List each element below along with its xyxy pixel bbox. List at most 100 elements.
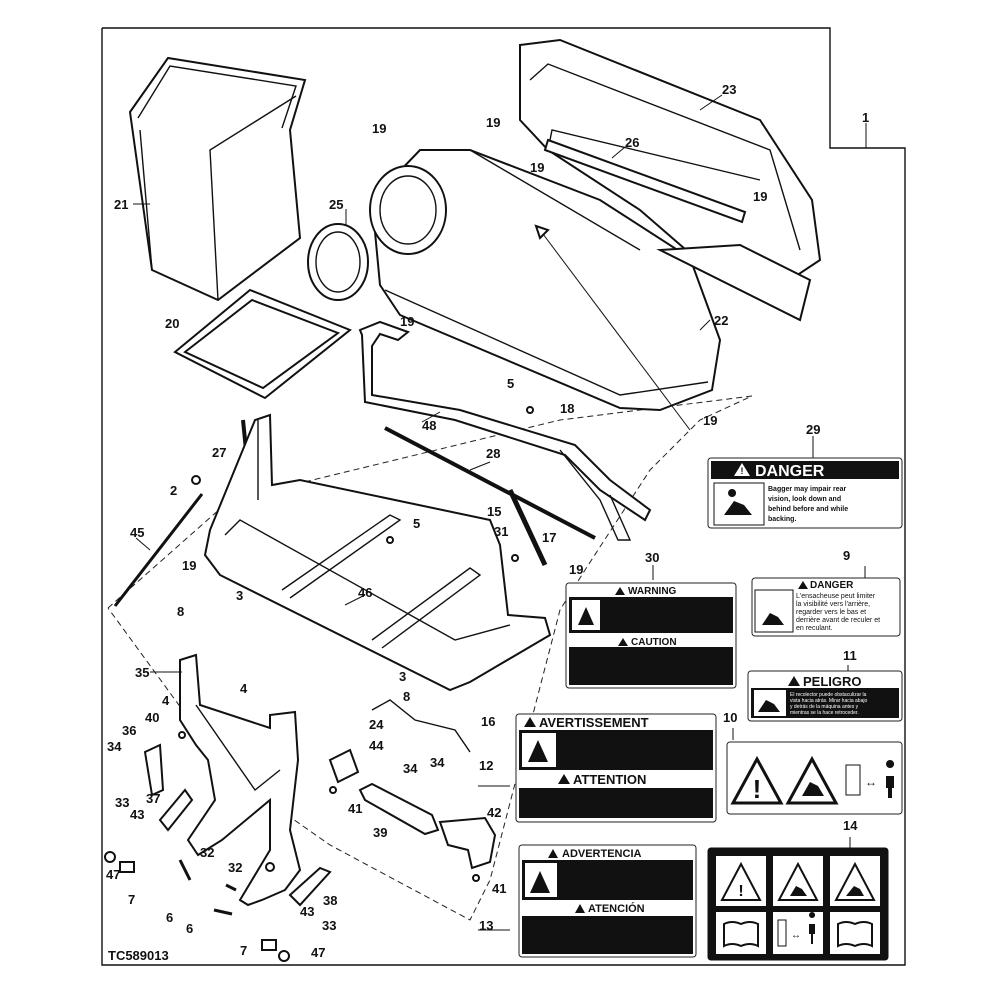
peligro-11-line-3: y detrás de la máquina antes y — [790, 704, 859, 710]
assembly-outline — [107, 395, 753, 921]
arm-part — [288, 866, 332, 907]
hood-part — [369, 149, 722, 431]
danger-9-header: DANGER — [810, 580, 854, 591]
callout-13: 13 — [479, 918, 493, 933]
decal-peligro-11: PELIGRO El recolector puede obstaculizar… — [747, 670, 903, 722]
caution-30-header: CAUTION — [631, 637, 677, 648]
callout-9: 9 — [843, 548, 850, 563]
callout-19e: 19 — [400, 314, 414, 329]
callout-42: 42 — [487, 805, 501, 820]
callout-19d: 19 — [753, 189, 767, 204]
attention-12-header: ATTENTION — [573, 772, 646, 787]
long-rod-part — [113, 493, 204, 607]
handle-frame-part — [358, 320, 652, 522]
decal-pictograms-14: ! ↔ — [707, 847, 889, 961]
callout-30: 30 — [645, 550, 659, 565]
callout-19b: 19 — [486, 115, 500, 130]
callout-1: 1 — [862, 110, 869, 125]
callout-23: 23 — [722, 82, 736, 97]
callout-4: 4 — [240, 681, 248, 696]
callout-21: 21 — [114, 197, 128, 212]
avertissement-12-header: AVERTISSEMENT — [539, 715, 649, 730]
callout-19c: 19 — [530, 160, 544, 175]
warning-triangle-icon — [734, 463, 750, 476]
callout-12: 12 — [479, 758, 493, 773]
decal-pictograms-10: ! ↔ — [726, 741, 903, 815]
callout-16: 16 — [481, 714, 495, 729]
bag-frame-part — [173, 288, 352, 400]
callout-28: 28 — [486, 446, 500, 461]
callout-8b: 8 — [403, 689, 410, 704]
callout-43: 43 — [130, 807, 144, 822]
callout-11: 11 — [843, 648, 857, 663]
callout-22: 22 — [714, 313, 728, 328]
callout-8: 8 — [177, 604, 184, 619]
figure-id: TC589013 — [108, 948, 169, 963]
callout-32b: 32 — [228, 860, 242, 875]
strip-part — [543, 138, 747, 224]
callout-labels: 1 2 3 3 4 4 5 5 6 6 7 7 8 8 9 10 11 12 1… — [106, 82, 869, 960]
peligro-11-line-4: mientras se la hace retroceder. — [790, 710, 859, 716]
peligro-11-line-1: El recolector puede obstaculizar la — [790, 692, 867, 698]
callout-20: 20 — [165, 316, 179, 331]
danger-9-line-2: la visibilité vers l'arrière, — [796, 601, 870, 608]
lever-lower-part — [158, 788, 194, 832]
callout-41: 41 — [348, 801, 362, 816]
decal-advertencia-13: ADVERTENCIA ATENCIÓN — [518, 844, 697, 958]
callout-47: 47 — [106, 867, 120, 882]
callout-3b: 3 — [399, 669, 406, 684]
svg-text:!: ! — [753, 774, 762, 804]
danger-29-line-3: behind before and while — [768, 506, 848, 513]
peligro-11-header: PELIGRO — [803, 674, 862, 689]
peligro-11-line-2: vista hacia atrás. Mirar hacia abajo — [790, 698, 867, 704]
lever-part — [143, 743, 165, 797]
danger-9-line-1: L'ensacheuse peut limiter — [796, 593, 876, 600]
callout-47b: 47 — [311, 945, 325, 960]
rod-part — [384, 426, 596, 540]
callout-3: 3 — [236, 588, 243, 603]
callout-25: 25 — [329, 197, 343, 212]
callout-19a: 19 — [372, 121, 386, 136]
callout-27: 27 — [212, 445, 226, 460]
person-arrow-icon — [886, 760, 895, 798]
callout-18: 18 — [560, 401, 574, 416]
callout-46: 46 — [358, 585, 372, 600]
hardware-parts — [104, 406, 534, 962]
callout-4b: 4 — [162, 693, 170, 708]
svg-text:!: ! — [738, 883, 743, 900]
callout-5b: 5 — [413, 516, 420, 531]
danger-29-line-4: backing. — [768, 516, 796, 523]
decal-warning-30: WARNING CAUTION — [565, 582, 737, 689]
callout-15: 15 — [487, 504, 501, 519]
danger-29-line-1: Bagger may impair rear — [768, 486, 846, 493]
callout-43b: 43 — [300, 904, 314, 919]
callout-45: 45 — [130, 525, 144, 540]
callout-6b: 6 — [186, 921, 193, 936]
bucket-part — [128, 56, 307, 302]
callout-6: 6 — [166, 910, 173, 925]
callout-34c: 34 — [430, 755, 445, 770]
plate-part — [328, 748, 360, 784]
callout-40: 40 — [145, 710, 159, 725]
mount-bracket-part — [438, 816, 497, 870]
cover-part — [519, 38, 822, 322]
callout-24: 24 — [369, 717, 384, 732]
danger-9-line-5: en reculant. — [796, 625, 833, 632]
svg-text:↔: ↔ — [791, 930, 801, 941]
callout-33b: 33 — [322, 918, 336, 933]
warning-30-header: WARNING — [628, 586, 677, 597]
callout-36: 36 — [122, 723, 136, 738]
danger-9-line-3: regarder vers le bas et — [796, 609, 866, 616]
leader-lines — [133, 94, 867, 931]
bracket-part — [179, 653, 302, 907]
callout-14: 14 — [843, 818, 858, 833]
callout-33: 33 — [115, 795, 129, 810]
decal-danger-9: DANGER L'ensacheuse peut limiter la visi… — [751, 577, 901, 637]
callout-10: 10 — [723, 710, 737, 725]
strut-part — [507, 488, 548, 567]
advertencia-13-header: ADVERTENCIA — [562, 848, 642, 860]
callout-7b: 7 — [240, 943, 247, 958]
warning-triangle-icon-10 — [730, 755, 784, 805]
callout-39: 39 — [373, 825, 387, 840]
